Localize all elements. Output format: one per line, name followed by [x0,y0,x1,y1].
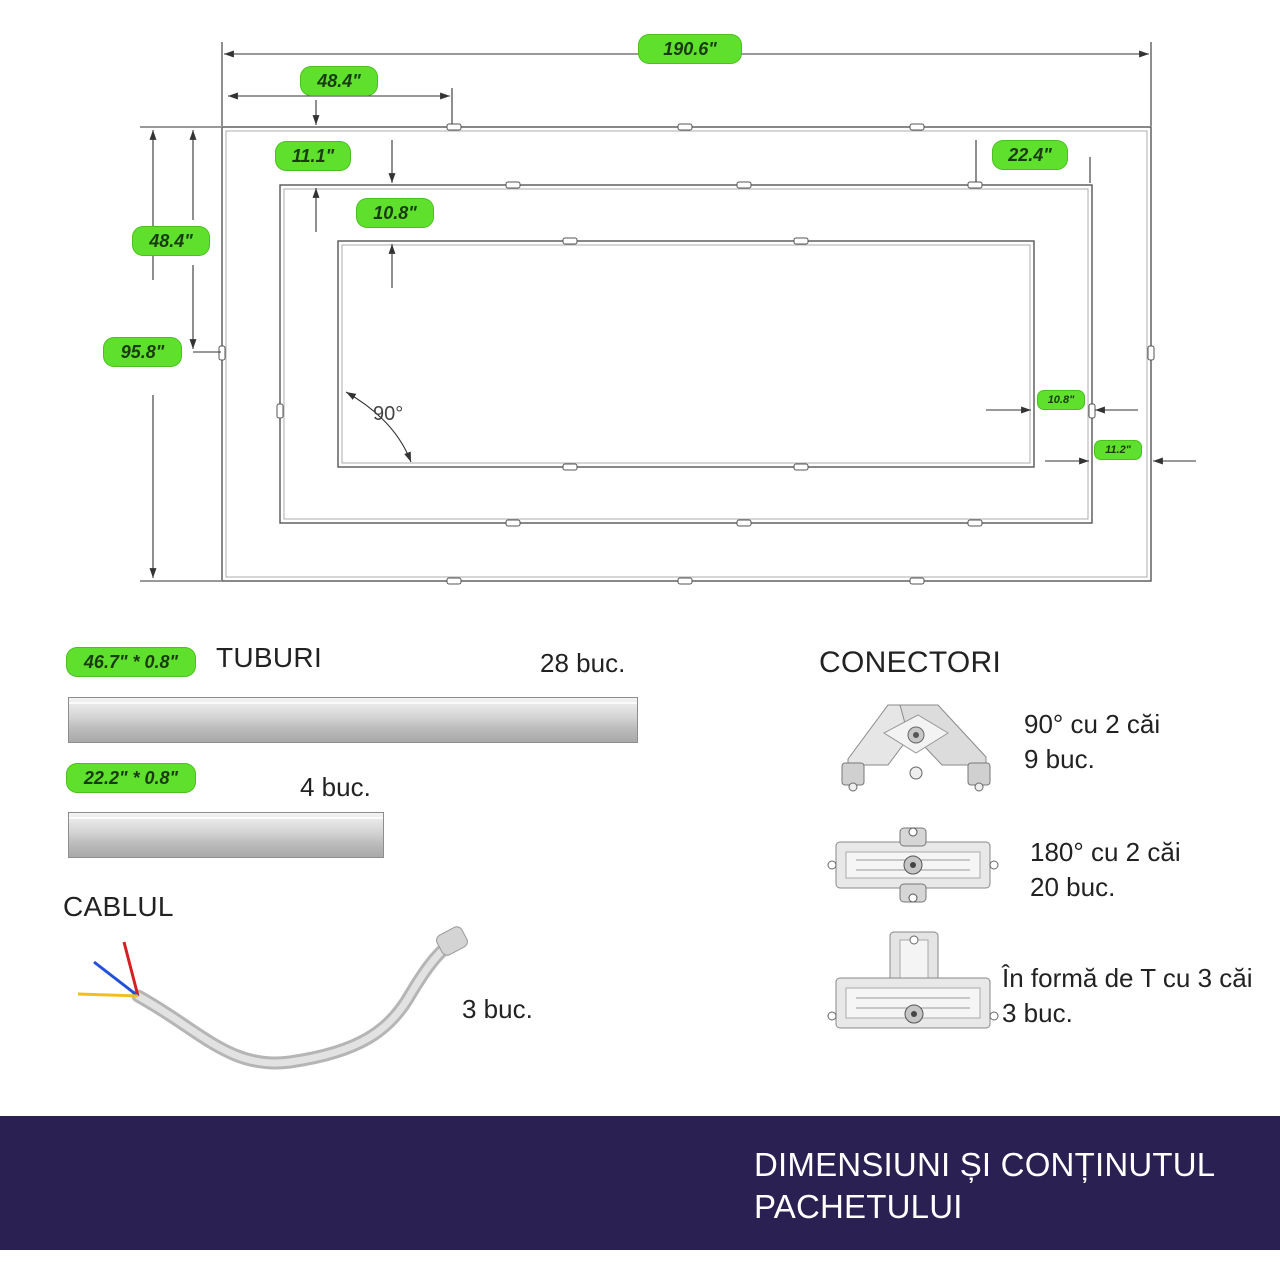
connector-90-qty: 9 buc. [1024,744,1095,774]
side-gap-inner-label: 10.8" [1038,391,1084,409]
short-tube-image [68,812,384,858]
tube-segment-label: 48.4" [301,67,377,95]
long-tube-size-label: 46.7" * 0.8" [67,648,195,676]
tubes-heading: TUBURI [216,642,323,673]
cable-qty: 3 buc. [462,994,533,1024]
middle-inner-gap-label: 10.8" [357,199,433,227]
connector-180-type: 180° cu 2 căi [1030,837,1181,867]
cable-image [77,926,468,1070]
middle-frame [279,184,1093,524]
connector-t-type: În formă de T cu 3 căi [1002,963,1253,993]
inner-frame [337,240,1035,468]
long-tube-qty: 28 buc. [540,648,626,678]
short-tube-size-label: 22.2" * 0.8" [67,764,195,792]
cable-heading: CABLUL [63,891,174,922]
height-segment-label: 48.4" [133,227,209,255]
angle-label: 90° [373,403,403,425]
connectors-heading: CONECTORI [819,646,1002,679]
connector-t-qty: 3 buc. [1002,998,1073,1028]
short-tube-qty: 4 buc. [300,772,371,802]
long-tube-image [68,697,638,743]
overall-height-label: 95.8" [104,338,181,366]
outer-middle-gap-label: 11.1" [276,142,350,170]
dimension-diagram: 90° [140,42,1196,585]
side-gap-outer-label: 11.2" [1095,441,1141,459]
connector-90-text: 90° cu 2 căi 9 buc. [1024,707,1160,777]
connector-180-text: 180° cu 2 căi 20 buc. [1030,835,1181,905]
connector-180-qty: 20 buc. [1030,872,1116,902]
connector-90-icon [841,704,991,792]
footer-banner [0,1116,1280,1250]
connector-t-icon [827,931,999,1029]
short-segment-label: 22.4" [993,141,1067,169]
outer-frame [221,126,1152,582]
connector-t-text: În formă de T cu 3 căi 3 buc. [1002,961,1253,1031]
overall-width-label: 190.6" [639,35,741,63]
connector-180-icon [827,827,999,903]
connector-90-type: 90° cu 2 căi [1024,709,1161,739]
footer-title: DIMENSIUNI ȘI CONȚINUTUL PACHETULUI [754,1146,1216,1225]
